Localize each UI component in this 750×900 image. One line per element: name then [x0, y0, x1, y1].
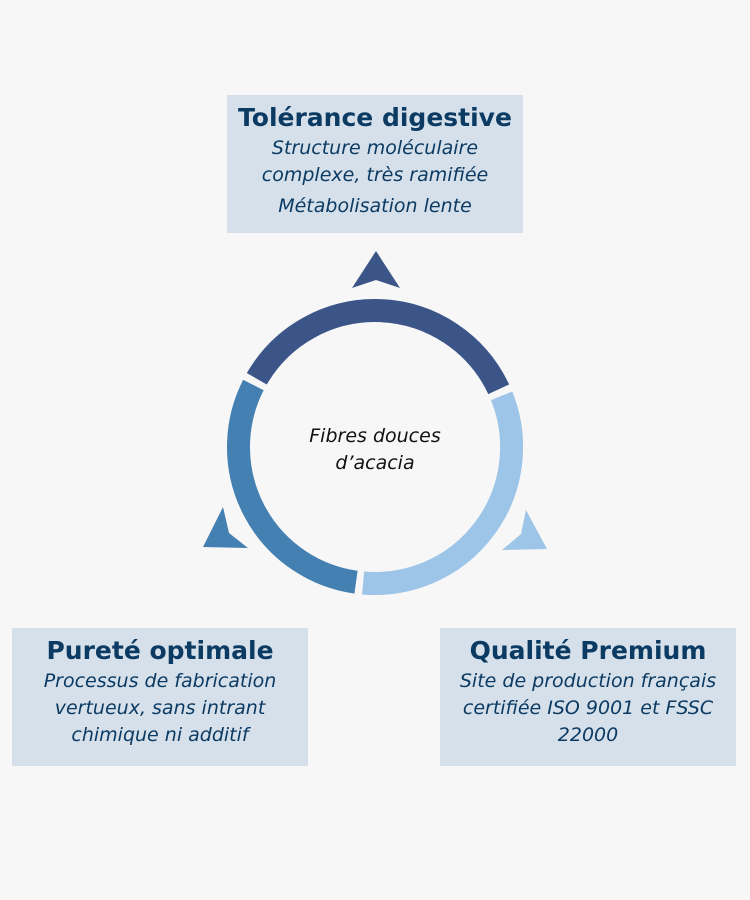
box-line: Métabolisation lente — [278, 195, 472, 217]
arc-medium — [227, 379, 358, 594]
box-premium-quality: Qualité Premium Site de production franç… — [440, 628, 736, 766]
arc-light — [362, 391, 524, 596]
arrow-left-icon — [203, 507, 248, 548]
arc-dark — [246, 299, 510, 395]
box-line: 22000 — [557, 724, 619, 746]
box-line: Structure moléculaire — [271, 137, 479, 159]
box-line: Site de production français — [459, 670, 717, 692]
box-line: vertueux, sans intrant — [54, 697, 266, 719]
box-title: Qualité Premium — [469, 636, 707, 665]
center-line-2: d’acacia — [335, 452, 415, 474]
arrow-right-icon — [502, 510, 547, 550]
box-line: Processus de fabrication — [43, 670, 277, 692]
box-title: Pureté optimale — [46, 636, 274, 665]
box-line: certifiée ISO 9001 et FSSC — [462, 697, 714, 719]
box-digestive-tolerance: Tolérance digestive Structure moléculair… — [227, 95, 523, 233]
box-line: chimique ni additif — [71, 724, 249, 746]
arrow-top-icon — [352, 251, 400, 288]
box-title: Tolérance digestive — [238, 103, 512, 132]
center-label: Fibres douces d’acacia — [275, 423, 475, 477]
box-optimal-purity: Pureté optimale Processus de fabrication… — [12, 628, 308, 766]
box-line: complexe, très ramifiée — [261, 164, 489, 186]
center-line-1: Fibres douces — [309, 425, 441, 447]
